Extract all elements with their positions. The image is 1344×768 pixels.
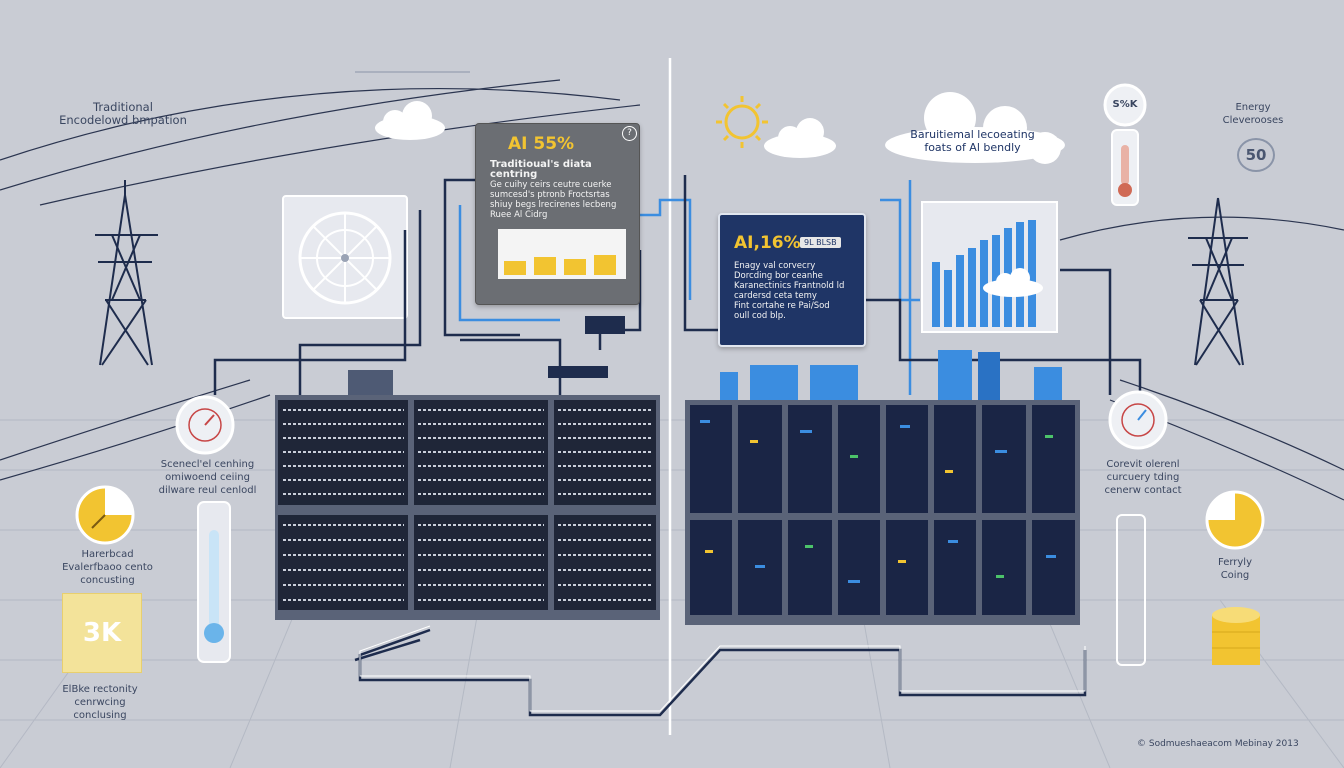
gauge-label-line: dilware reul cenlodl [158, 485, 257, 496]
mini-bar [594, 255, 616, 275]
pie-label-line: Ferryly [1217, 557, 1253, 568]
pie-label-line: concusting [80, 575, 135, 586]
device-icon [548, 366, 608, 378]
panel-text: Traditioual's diata centring Ge cuihy ce… [490, 159, 639, 221]
cloud-text-line: Baruitiemal lecoeating [910, 128, 1035, 141]
panel-text-line: shiuy begs lrecirenes lecbeng [490, 200, 617, 210]
thermometer-icon [1111, 129, 1139, 206]
energy-label: Energy Cleverooses [1208, 101, 1298, 127]
panel-text-line: Traditioual's diata centring [490, 159, 592, 180]
energy-label-line: Cleverooses [1222, 115, 1284, 126]
traditional-server-rack [275, 370, 660, 620]
panel-text: Enagy val corvecry Dorcding bor ceanhe K… [734, 261, 844, 321]
traditional-info-panel: AI 55% ? Traditioual's diata centring Ge… [475, 123, 640, 305]
panel-title: AI 55% [508, 134, 575, 154]
pie-label-line: Evalerfbaoo cento [62, 562, 153, 573]
panel-text-line: oull cod blp. [734, 311, 786, 321]
panel-text-line: Ruee Al Cidrg [490, 210, 548, 220]
gauge-icon [1108, 390, 1168, 450]
panel-text-line: cardersd ceta temy [734, 291, 817, 301]
pie-label-line: Harerbcad [81, 549, 134, 560]
device-icon [585, 316, 625, 334]
left-bottom-label: ElBke rectonity cenrwcing conclusing [45, 683, 155, 722]
panel-text-line: sumcesd's ptronb Froctsrtas [490, 190, 610, 200]
sun-icon [716, 96, 768, 148]
panel-text-line: Karanectinics Frantnold ld [734, 281, 845, 291]
capacity-value-card: 3K [62, 593, 142, 673]
panel-badge: 9L BLSB [800, 237, 841, 248]
gauge-label-line: omiwoend ceiing [165, 472, 250, 483]
transmission-tower-icon [1188, 197, 1248, 366]
copyright-text: © Sodmueshaeacom Mebinay 2013 [1137, 739, 1299, 749]
left-gauge-label: Scenecl'el cenhing omiwoend ceiing dilwa… [150, 458, 265, 497]
left-title-line: Encodelowd bmpation [59, 113, 187, 127]
energy-value: 50 [1237, 138, 1275, 172]
mini-bar [504, 261, 526, 275]
pie-chart-icon [75, 485, 135, 545]
cloud-icon [885, 92, 1065, 164]
panel-text-line: Ge cuihy ceirs ceutre cuerke [490, 180, 612, 190]
bar-chart-card [921, 201, 1058, 333]
ai-info-panel: AI,16% 9L BLSB Enagy val corvecry Dorcdi… [718, 213, 866, 347]
bottom-label-line: conclusing [73, 710, 127, 721]
bottom-label-line: cenrwcing [74, 697, 126, 708]
panel-text-line: Fint cortahe re Pai/Sod [734, 301, 830, 311]
pie-chart-icon [1205, 490, 1265, 550]
gauge-label-line: cenerw contact [1104, 485, 1182, 496]
left-title-line: Traditional [93, 100, 153, 114]
panel-text-line: Enagy val corvecry [734, 261, 816, 271]
right-pie-label: Ferryly Coing [1205, 556, 1265, 582]
ground-cables [359, 625, 1086, 712]
cloud-text-line: foats of Al bendly [924, 141, 1021, 154]
panel-title: AI,16% [734, 233, 801, 253]
left-pie-label: Harerbcad Evalerfbaoo cento concusting [55, 548, 160, 587]
sun-gauge-label: S%K [1112, 99, 1138, 110]
gauge-icon [175, 395, 235, 455]
ai-server-rack [685, 350, 1080, 625]
bottom-label-line: ElBke rectonity [62, 684, 138, 695]
ground-cables [354, 628, 1087, 717]
gauge-label-line: curcuery tding [1106, 472, 1180, 483]
gauge-label-line: Corevit olerenl [1106, 459, 1180, 470]
mini-bar [534, 257, 556, 275]
coin-stack-icon [1212, 607, 1260, 665]
cloud-icon [375, 101, 445, 140]
mini-bar-chart [498, 229, 626, 279]
mini-bar [564, 259, 586, 275]
gauge-label-line: Scenecl'el cenhing [160, 459, 255, 470]
pie-label-line: Coing [1220, 570, 1250, 581]
thermometer-icon [197, 501, 231, 663]
thermometer-icon [1116, 514, 1146, 666]
question-icon[interactable]: ? [622, 126, 637, 141]
right-cloud-text: Baruitiemal lecoeating foats of Al bendl… [885, 128, 1060, 154]
transmission-tower-icon [95, 180, 158, 366]
power-lines-left [0, 79, 641, 481]
right-gauge-label: Corevit olerenl curcuery tding cenerw co… [1088, 458, 1198, 497]
energy-label-line: Energy [1235, 102, 1271, 113]
sun-gauge-icon [1103, 83, 1147, 127]
panel-text-line: Dorcding bor ceanhe [734, 271, 823, 281]
left-title: Traditional Encodelowd bmpation [58, 101, 188, 127]
fan-icon [282, 195, 408, 319]
cloud-icon [764, 118, 836, 158]
